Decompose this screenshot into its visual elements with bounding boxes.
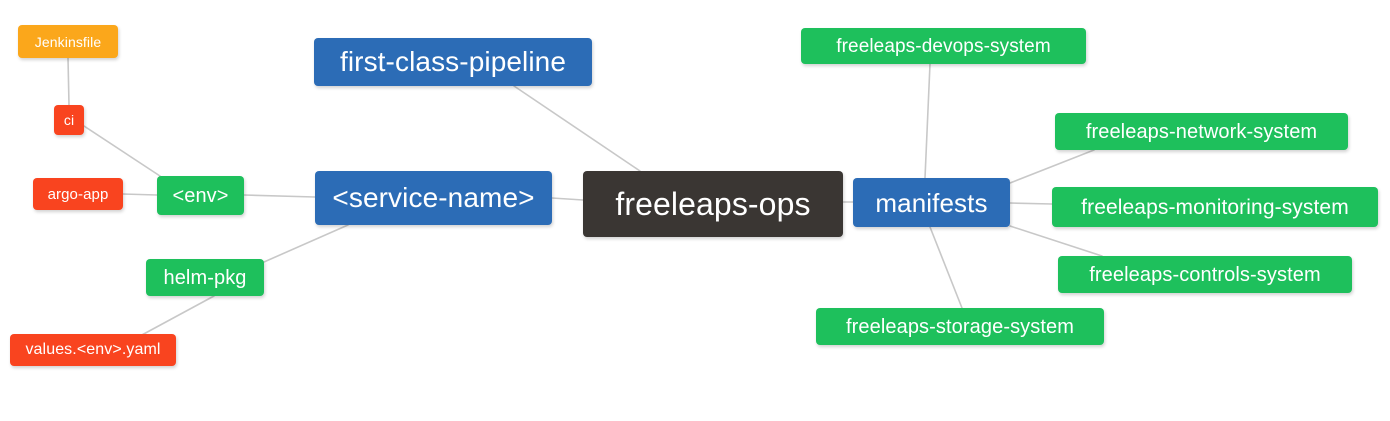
- edge-service-name-to-helm-pkg: [263, 224, 349, 263]
- node-label: helm-pkg: [163, 266, 247, 289]
- node-label: freeleaps-network-system: [1085, 120, 1318, 143]
- mindmap-node-freeleaps-monitoring-system[interactable]: freeleaps-monitoring-system: [1052, 187, 1378, 227]
- node-label: Jenkinsfile: [34, 33, 102, 50]
- mindmap-node-jenkinsfile[interactable]: Jenkinsfile: [18, 25, 118, 58]
- edge-manifests-to-freeleaps-storage-system: [929, 226, 963, 309]
- edge-env-to-service-name: [243, 194, 316, 198]
- mindmap-node-manifests[interactable]: manifests: [853, 178, 1010, 227]
- edge-manifests-to-freeleaps-network-system: [1009, 149, 1095, 184]
- node-label: argo-app: [47, 185, 109, 203]
- mindmap-node-freeleaps-controls-system[interactable]: freeleaps-controls-system: [1058, 256, 1352, 293]
- node-label: freeleaps-monitoring-system: [1081, 195, 1349, 219]
- edge-ci-to-env: [83, 125, 161, 177]
- node-label: values.<env>.yaml: [25, 341, 161, 358]
- mindmap-node-freeleaps-ops[interactable]: freeleaps-ops: [583, 171, 843, 237]
- edge-argo-app-to-env: [122, 193, 158, 196]
- node-label: freeleaps-controls-system: [1089, 263, 1321, 286]
- mindmap-node-helm-pkg[interactable]: helm-pkg: [146, 259, 264, 296]
- mindmap-node-ci[interactable]: ci: [54, 105, 84, 135]
- node-label: manifests: [875, 187, 988, 218]
- node-label: <env>: [172, 184, 229, 207]
- node-label: <service-name>: [332, 182, 535, 213]
- mindmap-node-first-class-pipeline[interactable]: first-class-pipeline: [314, 38, 592, 86]
- mindmap-node-values-env-yaml[interactable]: values.<env>.yaml: [10, 334, 176, 366]
- edge-first-class-pipeline-to-freeleaps-ops: [513, 85, 641, 172]
- node-label: freeleaps-storage-system: [845, 315, 1075, 338]
- mindmap-node-service-name[interactable]: <service-name>: [315, 171, 552, 225]
- node-label: first-class-pipeline: [339, 46, 567, 77]
- node-label: freeleaps-ops: [615, 186, 811, 222]
- node-label: freeleaps-devops-system: [836, 35, 1051, 57]
- edge-helm-pkg-to-values-env-yaml: [139, 295, 215, 337]
- node-label: ci: [63, 112, 75, 128]
- mindmap-node-argo-app[interactable]: argo-app: [33, 178, 123, 210]
- mindmap-node-env[interactable]: <env>: [157, 176, 244, 215]
- edge-manifests-to-freeleaps-devops-system: [924, 63, 931, 179]
- edge-manifests-to-freeleaps-controls-system: [1009, 225, 1103, 257]
- edge-manifests-to-freeleaps-monitoring-system: [1009, 202, 1053, 205]
- mindmap-node-freeleaps-network-system[interactable]: freeleaps-network-system: [1055, 113, 1348, 150]
- mindmap-node-freeleaps-devops-system[interactable]: freeleaps-devops-system: [801, 28, 1086, 64]
- edge-service-name-to-freeleaps-ops: [551, 197, 584, 201]
- edge-jenkinsfile-to-ci: [67, 57, 70, 106]
- mindmap-node-freeleaps-storage-system[interactable]: freeleaps-storage-system: [816, 308, 1104, 345]
